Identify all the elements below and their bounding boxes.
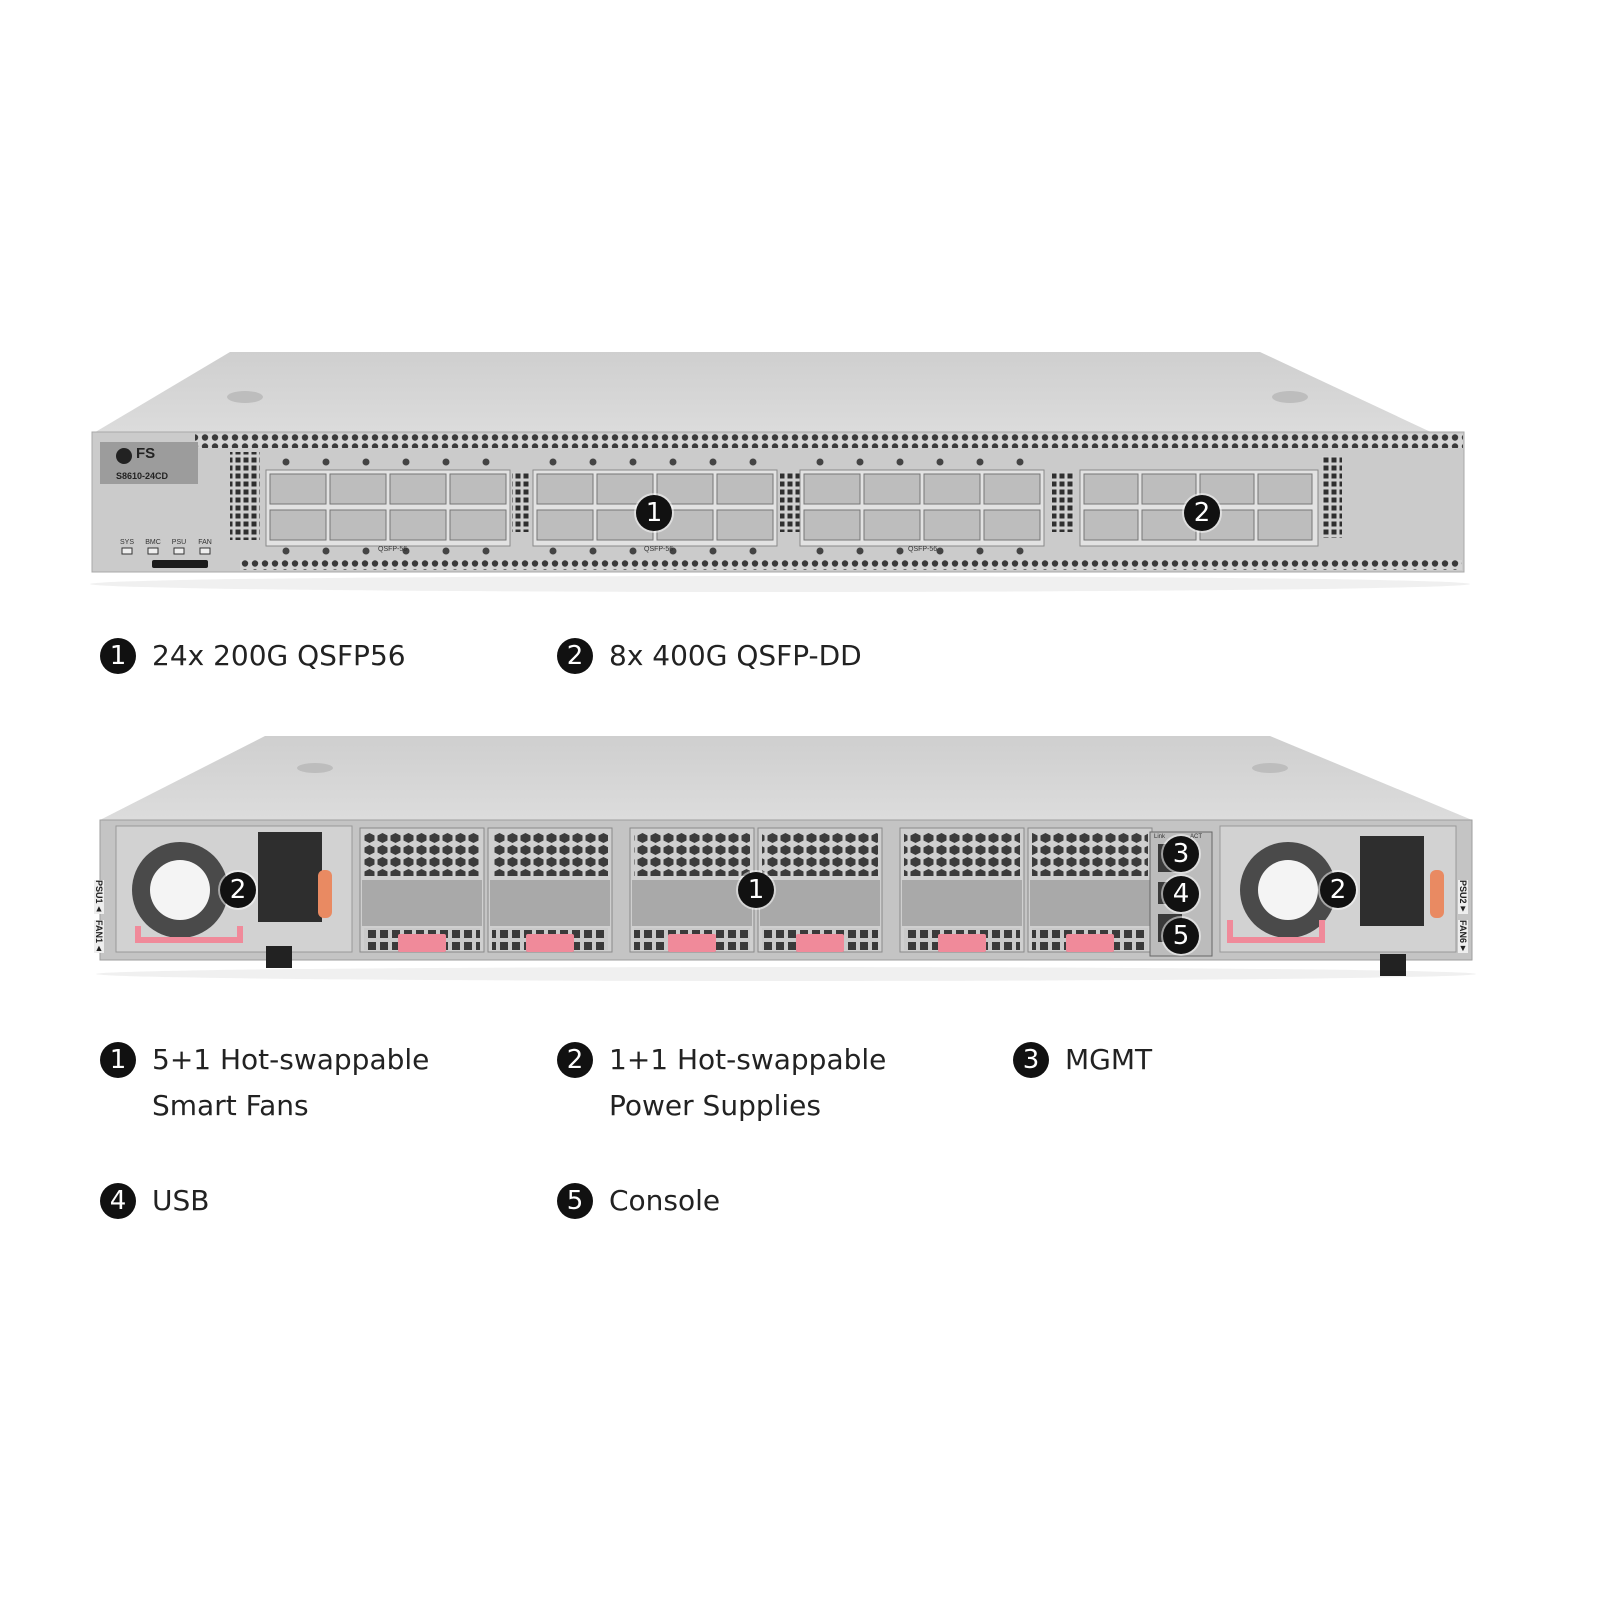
qsfpdd-port[interactable] [1083,509,1139,541]
qsfp56-port[interactable] [716,473,774,505]
brand-text: FS [136,445,156,462]
qsfpdd-port[interactable] [1083,473,1139,505]
mgmt-link-label: Link [1154,834,1166,840]
chassis-top [100,736,1472,820]
led-label: PSU [172,539,186,546]
callout-badge: 2 [1320,872,1356,908]
callout-badge: 2 [1184,495,1220,531]
qsfpdd-port[interactable] [1257,509,1313,541]
qsfpdd-port[interactable] [1257,473,1313,505]
fan-modules [359,827,1153,953]
legend-text: 1+1 Hot-swappable Power Supplies [609,1043,887,1122]
legend-number: 2 [557,1042,593,1078]
qsfp56-port[interactable] [389,509,447,541]
psu-left-label: PSU1▲ [94,880,104,914]
qsfp56-port[interactable] [803,473,861,505]
port-type-label: QSFP-56 [908,546,938,553]
qsfp56-port[interactable] [863,509,921,541]
chassis-top [92,352,1435,434]
legend-item: 3 MGMT [1013,1042,1433,1083]
legend-text: USB [152,1184,210,1217]
qsfpdd-port[interactable] [1141,473,1197,505]
psu-right-label: PSU2▼ [1458,880,1468,914]
qsfp56-port[interactable] [656,473,714,505]
legend-item: 2 1+1 Hot-swappable Power Supplies [557,1042,977,1129]
callout-badge: 5 [1163,918,1199,954]
legend-number: 5 [557,1183,593,1219]
qsfp56-port[interactable] [449,473,507,505]
mgmt-act-label: ACT [1190,834,1202,840]
legend-number: 2 [557,638,593,674]
fan-handle[interactable] [796,934,844,952]
legend-number: 1 [100,1042,136,1078]
fs-logo-icon [116,448,132,464]
legend-text: 8x 400G QSFP-DD [609,639,862,672]
fan-handle[interactable] [938,934,986,952]
led-fan [199,547,211,555]
legend-item: 1 5+1 Hot-swappable Smart Fans [100,1042,520,1129]
qsfp56-port[interactable] [983,509,1041,541]
led-psu [173,547,185,555]
rear-panel: Link ACT PSU1▲ FAN1▲ PSU2▼ FAN6▼ 2 1 3 4… [90,736,1510,1018]
qsfp56-port[interactable] [863,473,921,505]
callout-badge: 1 [738,872,774,908]
legend-number: 4 [100,1183,136,1219]
qsfp56-port[interactable] [983,473,1041,505]
callout-badge: 4 [1163,876,1199,912]
legend-number: 3 [1013,1042,1049,1078]
usb-slot [152,560,208,568]
led-label: FAN [198,539,212,546]
fan-handle[interactable] [526,934,574,952]
legend-text: MGMT [1065,1043,1153,1076]
legend-number: 1 [100,638,136,674]
rear-panel-illustration [96,736,1476,981]
callout-badge: 2 [220,872,256,908]
model-text: S8610-24CD [116,471,169,481]
callout-badge: 1 [636,495,672,531]
front-panel: SYS BMC PSU FAN FS S8610-24CD QSFP-56 QSFP-… [90,352,1510,622]
legend-item: 2 8x 400G QSFP-DD [557,638,977,679]
qsfp56-port[interactable] [923,473,981,505]
fan-handle[interactable] [398,934,446,952]
fan-left-label: FAN1▲ [94,920,104,954]
fan-handle[interactable] [1066,934,1114,952]
qsfp56-port[interactable] [389,473,447,505]
qsfp56-port[interactable] [329,509,387,541]
qsfp56-port-cages [265,458,1045,555]
qsfp56-port[interactable] [329,473,387,505]
legend-item: 5 Console [557,1183,977,1224]
fan-handle[interactable] [668,934,716,952]
qsfp56-port[interactable] [923,509,981,541]
legend-item: 4 USB [100,1183,520,1224]
legend-item: 1 24x 200G QSFP56 [100,638,520,679]
port-type-label: QSFP-56 [378,546,408,553]
callout-badge: 3 [1163,836,1199,872]
qsfp56-port[interactable] [716,509,774,541]
legend-text: Console [609,1184,721,1217]
qsfp56-port[interactable] [269,473,327,505]
qsfp56-port[interactable] [536,509,594,541]
qsfp56-port[interactable] [536,473,594,505]
led-sys [121,547,133,555]
led-bmc [147,547,159,555]
qsfp56-port[interactable] [803,509,861,541]
front-panel-illustration: SYS BMC PSU FAN [90,352,1470,592]
legend-text: 5+1 Hot-swappable Smart Fans [152,1043,430,1122]
label-plate [100,442,198,484]
qsfp56-port[interactable] [449,509,507,541]
led-label: BMC [145,539,161,546]
port-type-label: QSFP-56 [644,546,674,553]
fan-right-label: FAN6▼ [1458,920,1468,954]
led-label: SYS [120,539,134,546]
qsfp56-port[interactable] [269,509,327,541]
legend-text: 24x 200G QSFP56 [152,639,406,672]
